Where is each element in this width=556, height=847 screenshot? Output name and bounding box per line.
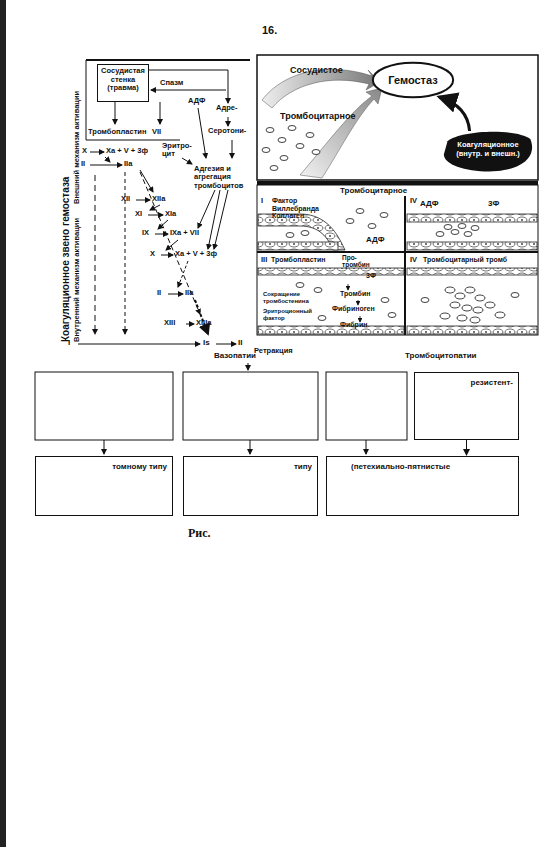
label-text: X [150,250,155,258]
hub-ellipse: Гемостаз [372,62,454,98]
label-text: Is [203,339,210,348]
label-text: XIa [165,210,176,218]
label-text: XI [135,210,142,218]
node-text: Коагуляционное (внутр. и внешн.) [448,141,528,158]
label-text: Ретракция [253,347,294,355]
axis-label: Внешний механизм активации [73,91,81,204]
axis-label: Внутренний механизм активации [73,218,81,342]
node-text: (петехиально-пятнистые [351,462,513,471]
category-box: типу [183,456,318,516]
label-text: IV [410,256,417,264]
label-text: Сосудистое [290,66,343,76]
label-text: II [238,339,242,348]
label-text: Фактор Виллебранда Коллаген [272,197,342,220]
label-text: IV [410,197,417,205]
label-text: Тромбопластин [271,256,326,264]
label-text: Фибрин [340,321,367,329]
label-text: I [261,197,263,205]
coagulation-arrow: Коагуляционное (внутр. и внешн.) [442,128,534,172]
label-text: Про- тромбин [342,254,372,268]
label-text: Адре- [216,104,237,112]
label-text: XIII [164,319,175,327]
label-text: III [261,256,267,264]
label-text: X [82,147,87,155]
axis-label: Коагуляционное звено гемостаза [60,177,71,342]
label-text: АДФ [366,236,385,245]
label-text: 3Ф [366,272,376,280]
label-text: Тромбопластин [88,128,146,136]
node-text: резистент- [420,378,513,387]
label-text: Тромбоцитопатии [405,352,476,361]
category-box: резистент- [414,372,519,440]
label-text: Спазм [160,79,183,87]
label-text: Сокращение тромбостенина [262,291,312,304]
node-text: типу [189,462,312,471]
label-text: IXa + VII [170,229,199,237]
label-text: Вазопатии [214,352,256,361]
label-text: Адгезия и агрегация тромбоцитов [194,165,250,190]
label-text: Эритроционный фактор [262,308,310,321]
label-text: II [81,160,85,168]
category-box: томному типу [35,456,173,516]
label-text: Эритро- цит [162,142,190,159]
node-text: Сосудистая стенка (травма) [100,67,146,93]
label-text: Тромбоцитарное [280,112,356,122]
process-box: Сосудистая стенка (травма) [97,64,149,102]
label-text: 3Ф [488,200,499,209]
label-text: Xa + V + 3ф [106,147,148,155]
category-box: (петехиально-пятнистые [326,456,519,516]
connector-arrow [439,97,469,131]
label-text: Серотони- [208,127,246,135]
label-text: IIa [124,160,132,168]
label-text: I [68,339,70,348]
label-text: АДФ [188,97,205,105]
page-number: 16. [262,24,277,36]
figure-caption: Рис. [188,527,211,540]
label-text: IX [142,229,149,237]
label-text: XIIIa [196,319,211,327]
label-text: XII [121,195,130,203]
label-text: Тромбоцитарное [340,187,407,196]
label-text: Тромбоцитарный тромб [423,256,507,264]
label-text: Фибриноген [332,305,375,313]
node-text: томному типу [41,462,167,471]
label-text: Xa + V + 3ф [175,250,217,258]
label-text: IIa [185,289,193,297]
label-text: Тромбин [340,290,370,298]
node-text: Гемостаз [381,74,445,87]
label-text: АДФ [420,200,439,209]
label-text: XIIa [152,195,165,203]
label-text: II [157,289,161,297]
connector-arrow [466,440,467,455]
label-text: VII [152,128,161,136]
